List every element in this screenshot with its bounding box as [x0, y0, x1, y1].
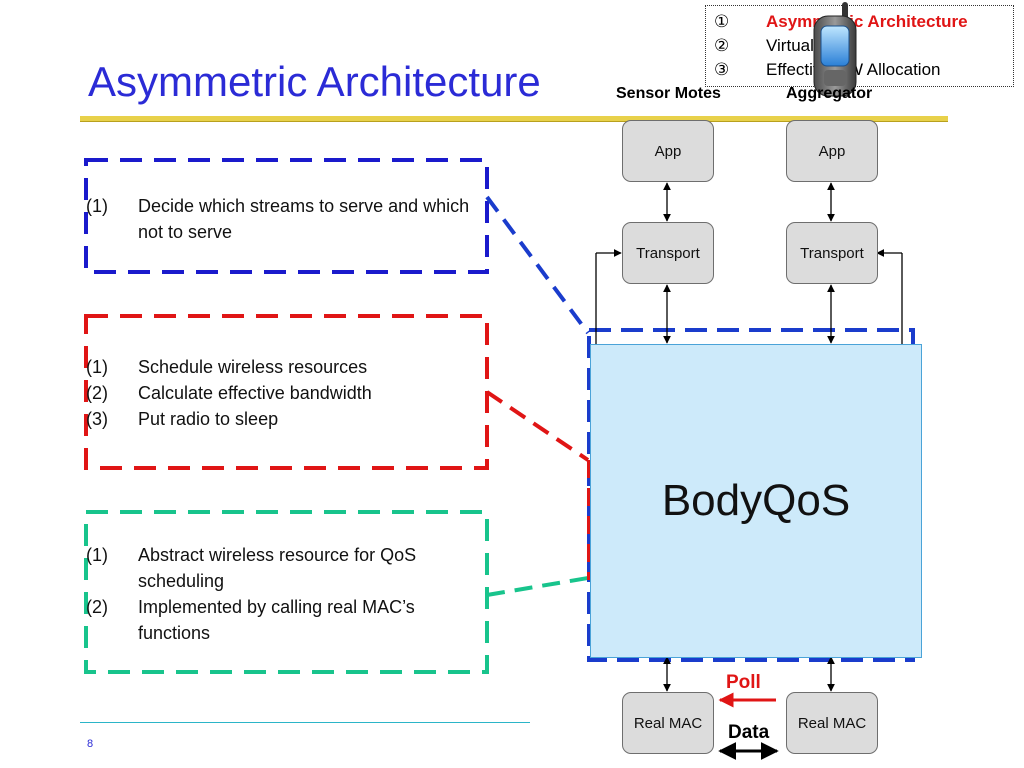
- list-text: Decide which streams to serve and which …: [138, 196, 470, 242]
- list-text: Put radio to sleep: [138, 409, 279, 429]
- panel-stream-decision: (1) Decide which streams to serve and wh…: [86, 193, 486, 263]
- column-header-aggregator: Aggregator: [786, 85, 873, 102]
- page-title: Asymmetric Architecture: [88, 58, 541, 105]
- data-label: Data: [728, 722, 770, 743]
- list-number: (1): [86, 196, 108, 216]
- sensor-real-mac-box: Real MAC: [622, 692, 714, 754]
- title-underline: [80, 116, 948, 122]
- list-text: Calculate effective bandwidth: [138, 383, 372, 403]
- connector-red: [485, 390, 590, 462]
- column-header-sensor-motes: Sensor Motes: [616, 85, 721, 102]
- connector-green: [486, 576, 589, 597]
- legend-number: ③: [714, 60, 730, 79]
- aggregator-transport-box: Transport: [786, 222, 878, 284]
- list-number: (1): [86, 545, 108, 565]
- connector-blue: [485, 195, 590, 335]
- aggregator-real-mac-box: Real MAC: [786, 692, 878, 754]
- list-number: (3): [86, 409, 108, 429]
- bodyqos-block: BodyQoS: [590, 344, 922, 658]
- aggregator-app-box: App: [786, 120, 878, 182]
- list-number: (2): [86, 383, 108, 403]
- legend-number: ②: [714, 36, 730, 55]
- list-text: Implemented by calling real MAC’s functi…: [138, 597, 415, 643]
- panel-frame-green: [84, 510, 489, 674]
- mobile-phone-icon: [813, 2, 857, 97]
- panel-resource-scheduling: (1) Schedule wireless resources (2) Calc…: [86, 354, 486, 444]
- poll-label: Poll: [726, 672, 761, 693]
- list-text: Abstract wireless resource for QoS sched…: [138, 545, 417, 591]
- list-text: Schedule wireless resources: [138, 357, 368, 377]
- panel-virtual-mac: (1) Abstract wireless resource for QoS s…: [86, 542, 486, 652]
- list-number: (2): [86, 597, 108, 617]
- page-number: 8: [87, 738, 94, 750]
- footer-rule: [80, 722, 530, 723]
- sensor-app-box: App: [622, 120, 714, 182]
- panel-frame-blue: [84, 158, 489, 274]
- list-number: (1): [86, 357, 108, 377]
- sensor-transport-box: Transport: [622, 222, 714, 284]
- legend-number: ①: [714, 12, 730, 31]
